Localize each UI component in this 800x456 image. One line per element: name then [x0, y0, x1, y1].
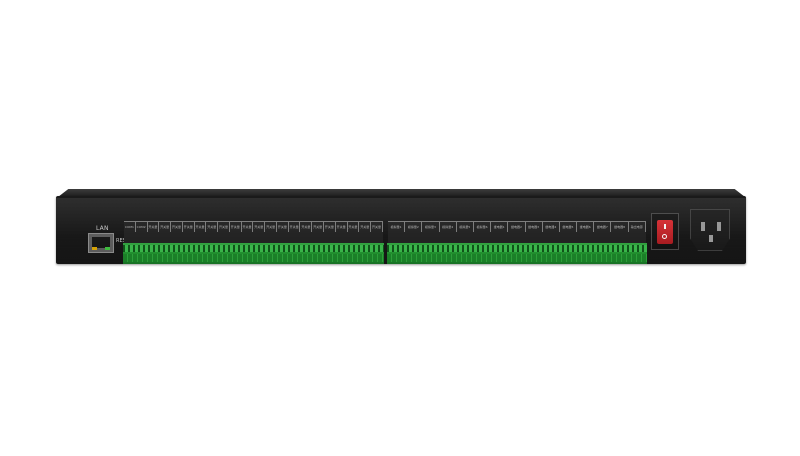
terminal-label: 开关量4: [182, 221, 195, 232]
terminal-label: 模拟量2: [405, 221, 423, 232]
terminal-ridge: [123, 254, 384, 262]
terminal-label: 开关量11: [265, 221, 277, 232]
terminal-label: 继电器3: [525, 221, 543, 232]
terminal-label: 开关量16: [324, 221, 336, 232]
terminal-label: 继电器4: [542, 221, 560, 232]
inlet-pin: [717, 222, 721, 231]
label-strip-left: COM1COM2开关量1开关量2开关量3开关量4开关量5开关量6开关量7开关量8…: [124, 221, 383, 243]
inlet-pin: [701, 222, 705, 231]
reflection-terminal-left: [123, 245, 384, 266]
chassis-top-panel: [58, 189, 745, 197]
terminal-block-left: [123, 243, 384, 264]
terminal-label: 开关量2: [159, 221, 172, 232]
switch-on-mark: [664, 224, 666, 229]
port-led-amber: [92, 247, 97, 250]
reset-label: RES: [116, 238, 126, 244]
terminal-label: 模拟量6: [473, 221, 492, 232]
terminal-label: 模拟量5: [456, 221, 474, 232]
terminal-label: 继电器1: [491, 221, 509, 232]
power-switch-icon: [657, 220, 673, 244]
terminal-label: 开关量20: [371, 221, 383, 232]
terminal-label: 开关量14: [300, 221, 313, 232]
terminal-label: 开关量3: [171, 221, 183, 232]
terminal-label: 开关量7: [218, 221, 230, 232]
inlet-pin: [709, 235, 713, 242]
terminal-label: 开关量13: [288, 221, 301, 232]
floor-reflection: [56, 192, 746, 266]
reflection-terminal-right: [387, 245, 647, 266]
terminal-label: 开关量19: [359, 221, 372, 232]
terminal-label: 开关量10: [253, 221, 266, 232]
port-led-green: [105, 247, 110, 250]
terminal-label: 模拟量4: [439, 221, 457, 232]
terminal-label: 继电器2: [508, 221, 526, 232]
terminal-label: 开关量5: [194, 221, 207, 232]
terminal-screws: [123, 245, 384, 252]
terminal-label: 输出电源: [628, 221, 646, 232]
terminal-label: 开关量6: [206, 221, 219, 232]
ethernet-port-icon: [88, 233, 114, 253]
terminal-label: 开关量1: [147, 221, 160, 232]
terminal-label: 模拟量1: [388, 221, 406, 232]
terminal-label: 继电器5: [559, 221, 578, 232]
terminal-label: 开关量12: [276, 221, 289, 232]
terminal-label: 继电器6: [577, 221, 595, 232]
iec-power-inlet-icon: [690, 209, 730, 251]
terminal-label: 继电器7: [594, 221, 612, 232]
terminal-screws: [387, 245, 647, 252]
terminal-label: COM2: [135, 221, 148, 232]
lan-label: LAN: [96, 225, 109, 232]
terminal-block-right: [387, 243, 647, 264]
terminal-label: COM1: [124, 221, 136, 232]
terminal-label: 开关量8: [229, 221, 242, 232]
terminal-label: 继电器8: [611, 221, 629, 232]
switch-off-mark: [662, 234, 667, 239]
terminal-label: 模拟量3: [422, 221, 440, 232]
terminal-ridge: [387, 254, 647, 262]
label-strip-right: 模拟量1模拟量2模拟量3模拟量4模拟量5模拟量6继电器1继电器2继电器3继电器4…: [388, 221, 646, 243]
terminal-label: 开关量9: [241, 221, 254, 232]
port-socket: [92, 237, 110, 248]
terminal-label: 开关量15: [312, 221, 325, 232]
terminal-label: 开关量18: [347, 221, 360, 232]
terminal-label: 开关量17: [335, 221, 348, 232]
